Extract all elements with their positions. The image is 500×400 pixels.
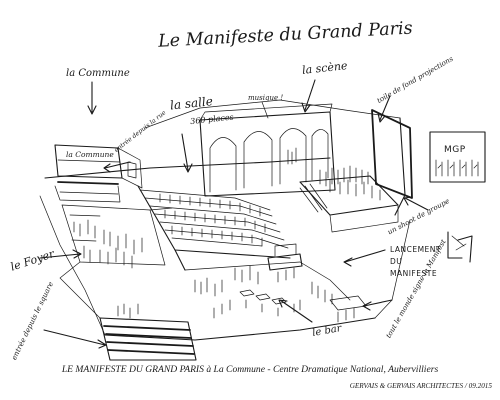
leader-arrows [39,79,429,349]
label-lancement-line1: LANCEMENT [390,245,441,254]
hall-area [184,243,351,319]
label-lancement-line2: DU [390,257,402,266]
stage-arches [199,103,336,197]
label-places: 360 places [190,113,234,127]
figure-caption: LE MANIFESTE DU GRAND PARIS à La Commune… [0,364,500,375]
commune-block: la Commune [54,144,143,203]
label-la-scene: la scène [301,59,348,77]
caption-title: LE MANIFESTE DU GRAND PARIS [61,364,204,375]
label-la-commune: la Commune [66,68,130,79]
figure-credit: GERVAIS & GERVAIS ARCHITECTES / 09.2015 [349,382,492,390]
signing-desk [329,295,367,323]
label-lancement-line3: MANIFESTE [390,269,437,278]
scene-platform [299,109,413,233]
label-la-salle: la salle [169,94,213,112]
salle-seating [137,185,291,271]
mgp-label: MGP [444,145,466,155]
square-entrance [59,261,197,361]
lancement-logo [447,231,473,263]
sketch-title: Le Manifeste du Grand Paris [157,18,413,51]
label-le-bar: le bar [311,323,343,339]
label-entree-rue: entrée depuis la rue [113,109,167,154]
commune-sign: la Commune [66,150,114,159]
mgp-inset: MGP [429,131,486,183]
caption-rest: à La Commune - Centre Dramatique Nationa… [203,364,439,375]
foyer-area [61,204,173,269]
label-le-foyer: le Foyer [9,247,57,274]
label-entree-square: entrée depuis le square [9,280,55,361]
label-toile-de-fond: toile de fond projections [376,55,455,105]
label-musique: musique ! [248,94,283,102]
